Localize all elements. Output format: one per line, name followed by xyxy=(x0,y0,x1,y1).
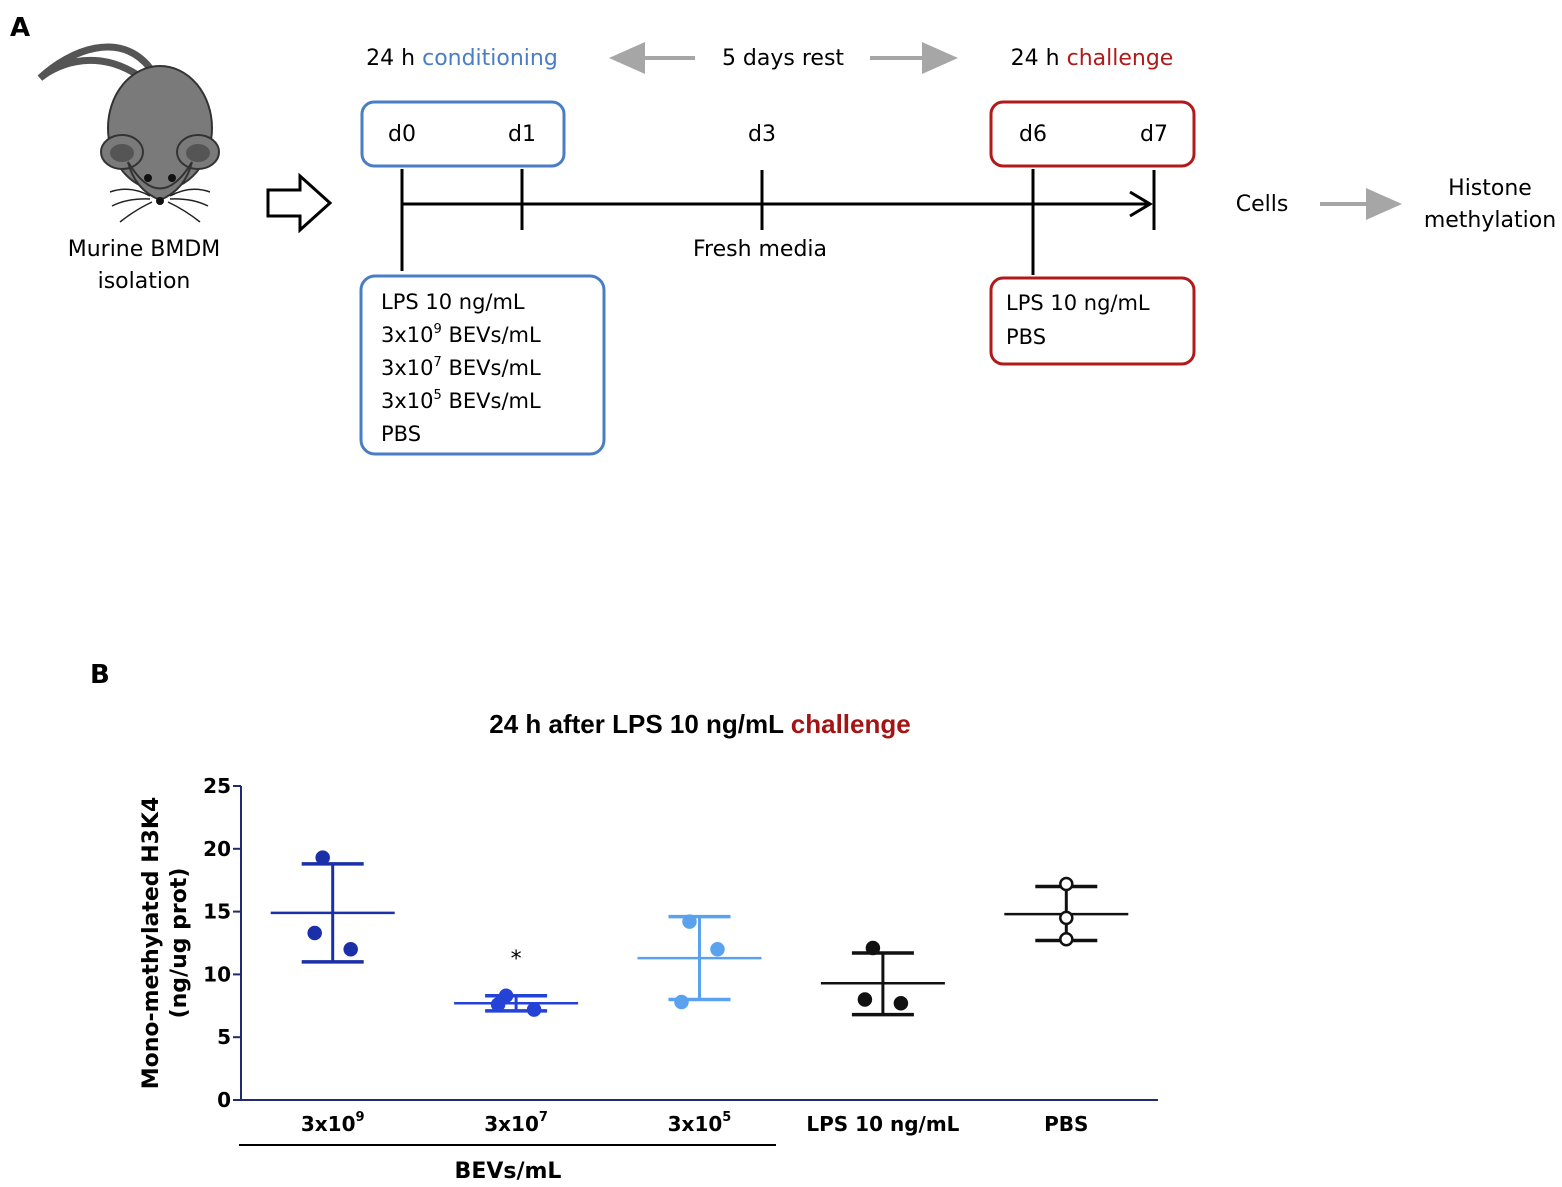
data-point xyxy=(865,940,881,956)
mouse-icon xyxy=(37,43,220,223)
conditioning-days-box xyxy=(360,100,566,168)
data-point xyxy=(498,988,514,1004)
data-point xyxy=(857,992,873,1007)
y-tick-label: 15 xyxy=(203,900,231,924)
timeline xyxy=(400,169,1156,275)
x-tick-label: 3x105 xyxy=(668,1110,732,1136)
panel-a-letter: A xyxy=(10,13,30,43)
x-tick-label: PBS xyxy=(1044,1112,1088,1136)
challenge-label: 24 h challenge xyxy=(1011,46,1174,71)
challenge-days-box xyxy=(989,100,1196,168)
cells-label: Cells xyxy=(1236,192,1289,217)
x-tick-label: LPS 10 ng/mL xyxy=(806,1112,959,1136)
data-point xyxy=(315,850,330,865)
day-label-d7: d7 xyxy=(1140,122,1168,147)
x-tick-label: 3x109 xyxy=(301,1110,365,1136)
mouse-label-line1: Murine BMDM xyxy=(68,237,221,262)
rest-label: 5 days rest xyxy=(722,46,844,71)
fresh-media-label: Fresh media xyxy=(693,237,827,262)
y-tick-label: 0 xyxy=(217,1088,231,1112)
significance-annotation: * xyxy=(511,947,522,972)
data-point xyxy=(1059,931,1074,947)
data-point xyxy=(893,996,909,1011)
conditioning-item: 3x109 BEVs/mL xyxy=(381,322,541,347)
group-bracket-label: BEVs/mL xyxy=(455,1159,562,1183)
data-point xyxy=(1059,910,1074,926)
challenge-treatments-box xyxy=(989,276,1196,366)
challenge-item-lps: LPS 10 ng/mL xyxy=(1006,291,1150,315)
day-label-d1: d1 xyxy=(508,122,536,147)
y-tick-label: 25 xyxy=(203,774,231,798)
data-point xyxy=(343,942,358,957)
data-point xyxy=(526,1002,542,1017)
day-label-d0: d0 xyxy=(388,122,416,147)
outcome-line2: methylation xyxy=(1424,208,1556,233)
conditioning-treatments-box xyxy=(359,274,606,456)
day-label-d6: d6 xyxy=(1019,122,1047,147)
data-point xyxy=(674,994,689,1010)
conditioning-item: 3x107 BEVs/mL xyxy=(381,355,541,380)
challenge-item-pbs: PBS xyxy=(1006,325,1046,349)
panel-b-letter: B xyxy=(90,660,110,690)
data-point xyxy=(307,925,322,941)
conditioning-treatments-list: LPS 10 ng/mL 3x109 BEVs/mL 3x107 BEVs/mL 3x… xyxy=(381,290,541,446)
mouse-label-line2: isolation xyxy=(98,269,191,294)
process-arrow-icon xyxy=(266,172,333,234)
conditioning-label: 24 h conditioning xyxy=(366,46,558,71)
data-point xyxy=(1059,876,1074,892)
y-axis-label: Mono-methylated H3K4(ng/ug prot) xyxy=(139,797,192,1090)
chart-title: 24 h after LPS 10 ng/mL challenge xyxy=(489,709,910,739)
conditioning-item: LPS 10 ng/mL xyxy=(381,290,525,314)
data-point xyxy=(710,942,725,957)
y-tick-label: 10 xyxy=(203,962,231,986)
day-label-d3: d3 xyxy=(748,122,776,147)
outcome-line1: Histone xyxy=(1448,176,1532,201)
data-point xyxy=(682,914,697,929)
conditioning-item: PBS xyxy=(381,422,421,446)
x-tick-label: 3x107 xyxy=(484,1110,548,1136)
y-tick-label: 5 xyxy=(217,1025,231,1049)
data-point xyxy=(490,997,506,1012)
conditioning-item: 3x105 BEVs/mL xyxy=(381,388,541,413)
y-tick-label: 20 xyxy=(203,837,231,861)
